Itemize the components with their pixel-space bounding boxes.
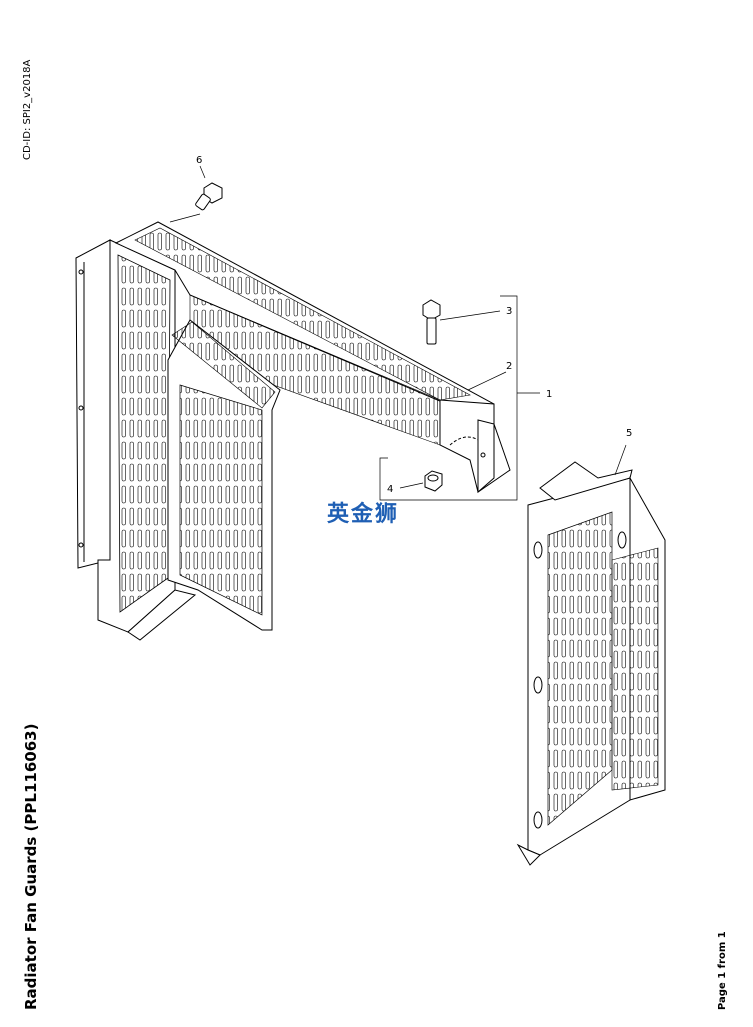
- group-bracket: [379, 295, 540, 501]
- part-5-side-guard: [516, 444, 666, 866]
- callout-6: 6: [196, 155, 202, 166]
- callout-2: 2: [506, 361, 512, 372]
- part-6-bolt: [169, 165, 223, 223]
- part-2-leader: [467, 371, 507, 391]
- callout-5: 5: [626, 428, 632, 439]
- callout-4: 4: [387, 484, 393, 495]
- callout-3: 3: [506, 306, 512, 317]
- callout-1: 1: [546, 389, 552, 400]
- part-1-main-guard: [75, 221, 511, 641]
- part-4-nut: [399, 470, 443, 492]
- watermark-logo: 英金狮: [327, 501, 399, 527]
- part-3-bolt: [422, 299, 501, 345]
